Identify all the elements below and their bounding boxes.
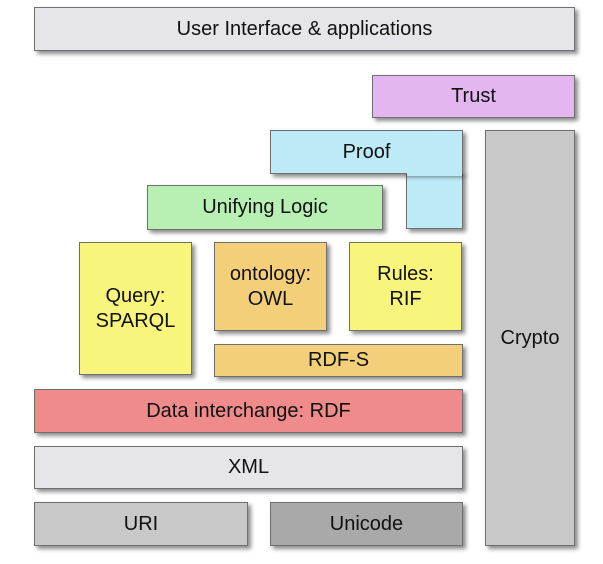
- layer-query-sparql: Query: SPARQL: [79, 242, 192, 375]
- layer-query-label: Query: SPARQL: [95, 284, 176, 332]
- layer-rdfs-label: RDF-S: [307, 349, 370, 371]
- layer-ontology-label: ontology: OWL: [229, 262, 312, 310]
- layer-rdfs: RDF-S: [214, 344, 463, 377]
- layer-ontology-owl: ontology: OWL: [214, 242, 327, 331]
- layer-unifying-logic: Unifying Logic: [147, 185, 383, 230]
- layer-proof-tail: [406, 172, 463, 229]
- layer-user-interface-label: User Interface & applications: [176, 17, 433, 40]
- layer-user-interface: User Interface & applications: [34, 7, 575, 51]
- layer-rules-rif: Rules: RIF: [349, 242, 462, 331]
- layer-trust: Trust: [372, 75, 575, 118]
- layer-proof-label: Proof: [342, 140, 391, 163]
- layer-unicode: Unicode: [270, 502, 463, 546]
- layer-crypto-label: Crypto: [500, 326, 560, 349]
- layer-xml-label: XML: [227, 456, 270, 478]
- layer-crypto: Crypto: [485, 130, 575, 546]
- layer-uri-label: URI: [123, 512, 159, 535]
- layer-trust-label: Trust: [451, 85, 496, 107]
- layer-rdf-label: Data interchange: RDF: [146, 399, 351, 422]
- layer-rules-label: Rules: RIF: [377, 262, 434, 310]
- layer-rdf: Data interchange: RDF: [34, 389, 463, 433]
- layer-xml: XML: [34, 446, 463, 489]
- proof-joint: [407, 168, 462, 176]
- layer-uri: URI: [34, 502, 248, 546]
- layer-unifying-logic-label: Unifying Logic: [202, 196, 328, 218]
- layer-proof: Proof: [270, 130, 463, 174]
- layer-unicode-label: Unicode: [329, 512, 404, 535]
